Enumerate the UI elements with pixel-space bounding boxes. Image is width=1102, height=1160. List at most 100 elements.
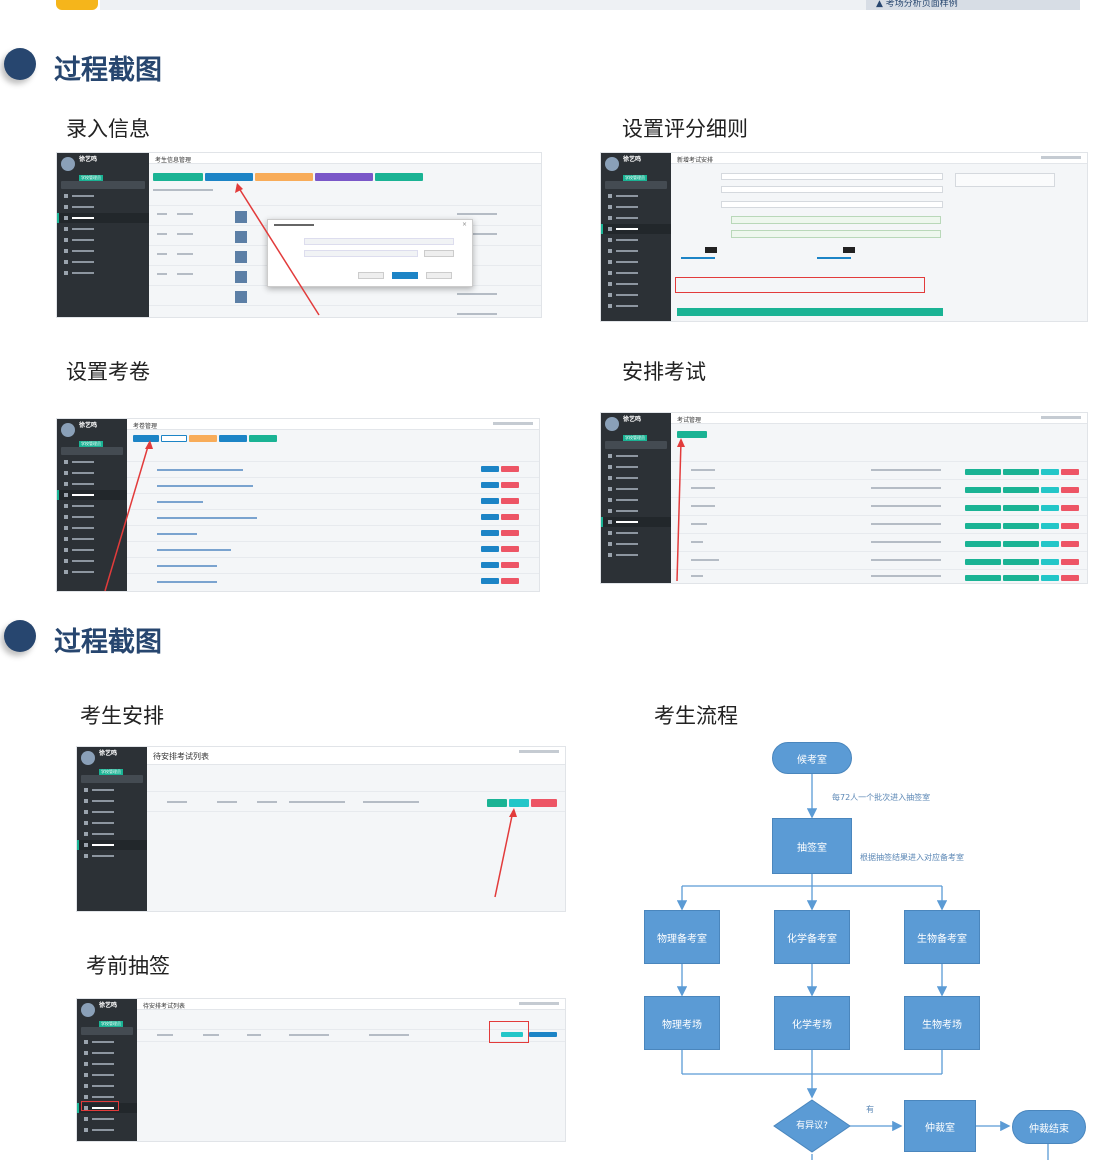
delete-button[interactable] xyxy=(1061,523,1079,529)
sidebar-item[interactable] xyxy=(601,462,671,472)
sidebar-item[interactable] xyxy=(77,1125,137,1135)
edit-button[interactable] xyxy=(481,562,499,568)
edit-button[interactable] xyxy=(481,546,499,552)
delete-button[interactable] xyxy=(501,578,519,584)
template-download-button[interactable] xyxy=(205,173,253,181)
delete-button[interactable] xyxy=(1061,487,1079,493)
clear-button[interactable] xyxy=(531,799,557,807)
sidebar-item[interactable] xyxy=(601,451,671,461)
sidebar-item[interactable] xyxy=(77,1048,137,1058)
sidebar-item[interactable] xyxy=(77,818,147,828)
score-button[interactable] xyxy=(1041,487,1059,493)
submit-button[interactable] xyxy=(677,308,943,316)
assign-button[interactable] xyxy=(1003,575,1039,581)
delete-button[interactable] xyxy=(501,466,519,472)
slider[interactable] xyxy=(681,257,715,259)
assign-button[interactable] xyxy=(1003,469,1039,475)
batch-upload-button[interactable] xyxy=(315,173,373,181)
sidebar-item[interactable] xyxy=(57,545,127,555)
sidebar-search-input[interactable] xyxy=(61,447,123,455)
assign-button[interactable] xyxy=(965,575,1001,581)
sidebar-item[interactable] xyxy=(57,224,149,234)
sidebar-search-input[interactable] xyxy=(81,775,143,783)
sidebar-item[interactable] xyxy=(601,301,671,311)
delete-button[interactable] xyxy=(1061,505,1079,511)
slider[interactable] xyxy=(817,257,851,259)
sidebar-item[interactable] xyxy=(57,202,149,212)
delete-button[interactable] xyxy=(1061,541,1079,547)
sidebar-item[interactable] xyxy=(57,468,127,478)
sidebar-search-input[interactable] xyxy=(81,1027,133,1035)
edit-button[interactable] xyxy=(481,498,499,504)
score-button[interactable] xyxy=(1041,541,1059,547)
toolbar-button[interactable] xyxy=(249,435,277,442)
delete-button[interactable] xyxy=(501,546,519,552)
score-button[interactable] xyxy=(1041,523,1059,529)
slider-handle[interactable] xyxy=(843,247,855,253)
end-time-input[interactable] xyxy=(731,230,941,238)
sidebar-item[interactable] xyxy=(77,785,147,795)
assign-button[interactable] xyxy=(965,487,1001,493)
edit-button[interactable] xyxy=(481,514,499,520)
sidebar-item[interactable] xyxy=(77,1114,137,1124)
sidebar-item[interactable] xyxy=(77,851,147,861)
sidebar-item[interactable] xyxy=(601,279,671,289)
assign-button[interactable] xyxy=(965,541,1001,547)
delete-button[interactable] xyxy=(501,562,519,568)
cancel-button[interactable] xyxy=(426,272,452,279)
sidebar-item[interactable] xyxy=(77,1070,137,1080)
sidebar-item[interactable] xyxy=(601,191,671,201)
sidebar-item[interactable] xyxy=(57,457,127,467)
sidebar-item-active[interactable] xyxy=(601,224,671,234)
sidebar-item[interactable] xyxy=(57,501,127,511)
sidebar-item[interactable] xyxy=(57,268,149,278)
room-list-button[interactable] xyxy=(529,1032,557,1037)
sidebar-item-active[interactable] xyxy=(77,840,147,850)
sidebar-item[interactable] xyxy=(57,567,127,577)
assign-button[interactable] xyxy=(1003,523,1039,529)
sidebar-search-input[interactable] xyxy=(61,181,145,189)
sidebar-item[interactable] xyxy=(601,473,671,483)
sidebar-item[interactable] xyxy=(77,796,147,806)
sidebar-item[interactable] xyxy=(77,1092,137,1102)
sidebar-item[interactable] xyxy=(57,235,149,245)
sidebar-item[interactable] xyxy=(57,191,149,201)
score-button[interactable] xyxy=(1041,575,1059,581)
sidebar-item[interactable] xyxy=(601,550,671,560)
room-button[interactable] xyxy=(509,799,529,807)
sidebar-item[interactable] xyxy=(57,512,127,522)
assign-button[interactable] xyxy=(965,523,1001,529)
score-button[interactable] xyxy=(1041,559,1059,565)
download-button[interactable] xyxy=(392,272,418,279)
slider-handle[interactable] xyxy=(705,247,717,253)
browse-button[interactable] xyxy=(424,250,454,257)
form-input[interactable] xyxy=(721,173,943,180)
edit-button[interactable] xyxy=(481,466,499,472)
assign-button[interactable] xyxy=(965,559,1001,565)
close-icon[interactable]: × xyxy=(462,221,468,228)
delete-button[interactable] xyxy=(501,482,519,488)
open-button[interactable] xyxy=(358,272,384,279)
delete-button[interactable] xyxy=(501,530,519,536)
filename-field[interactable] xyxy=(304,238,454,245)
sidebar-item[interactable] xyxy=(77,1059,137,1069)
sidebar-item-active[interactable] xyxy=(57,490,127,500)
sidebar-item[interactable] xyxy=(601,235,671,245)
sidebar-item[interactable] xyxy=(57,479,127,489)
sidebar-item[interactable] xyxy=(601,202,671,212)
sidebar-item[interactable] xyxy=(601,257,671,267)
add-paper-button[interactable] xyxy=(133,435,159,442)
sidebar-item[interactable] xyxy=(77,829,147,839)
assign-button[interactable] xyxy=(965,505,1001,511)
draw-button[interactable] xyxy=(501,1032,523,1037)
assign-button[interactable] xyxy=(965,469,1001,475)
sidebar-item[interactable] xyxy=(601,213,671,223)
edit-button[interactable] xyxy=(481,482,499,488)
sidebar-item[interactable] xyxy=(77,1081,137,1091)
sidebar-item[interactable] xyxy=(57,246,149,256)
sidebar-item[interactable] xyxy=(601,495,671,505)
sidebar-item[interactable] xyxy=(601,539,671,549)
filter-button[interactable] xyxy=(161,435,187,442)
sidebar-search-input[interactable] xyxy=(605,441,667,449)
sidebar-item[interactable] xyxy=(57,534,127,544)
